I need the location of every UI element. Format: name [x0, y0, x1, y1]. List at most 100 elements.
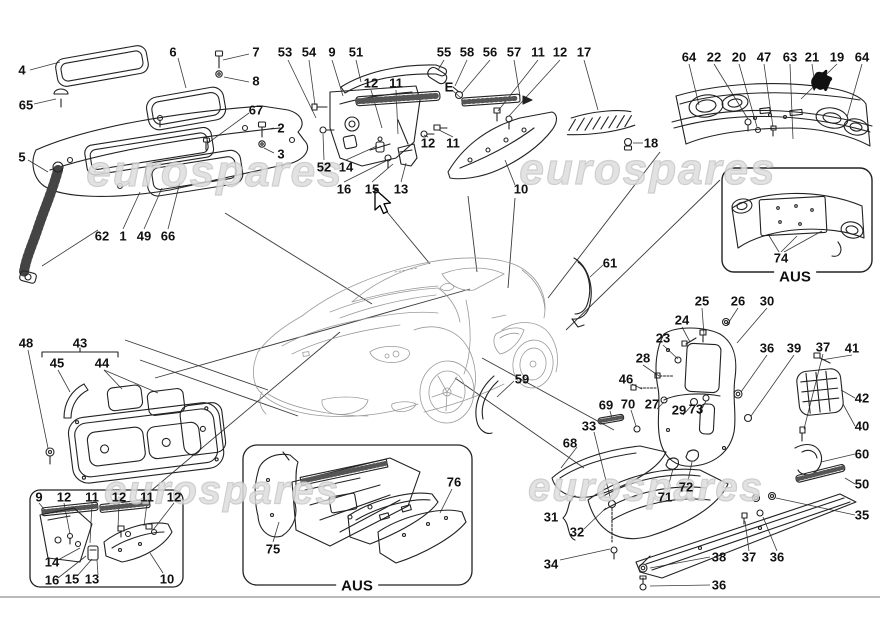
panel-76 — [377, 509, 467, 564]
callout-34: 34 — [543, 556, 559, 572]
callout-61: 61 — [602, 255, 618, 271]
callout-51: 51 — [348, 44, 364, 60]
callout-17: 17 — [576, 44, 592, 60]
assembly-engine-lid — [19, 45, 309, 284]
callout-59: 59 — [514, 371, 530, 387]
callout-70: 70 — [620, 396, 636, 412]
callout-5: 5 — [18, 149, 26, 165]
callout-15: 15 — [364, 181, 380, 197]
hose-ribbed — [19, 165, 63, 277]
callout-48: 48 — [18, 335, 34, 351]
callout-16: 16 — [336, 181, 352, 197]
callout-18: 18 — [643, 135, 659, 151]
assembly-rear-panel — [566, 69, 873, 151]
mouse-cursor — [374, 188, 392, 215]
callout-56: 56 — [482, 44, 498, 60]
callout-6: 6 — [169, 44, 177, 60]
callout-66: 66 — [160, 228, 176, 244]
callout-4: 4 — [18, 62, 26, 78]
brace-31 — [562, 495, 576, 541]
ferrari-script-badge — [566, 110, 636, 136]
callout-25: 25 — [694, 293, 710, 309]
washer-3 — [258, 140, 266, 148]
callout-49: 49 — [136, 228, 152, 244]
bolt-2 — [257, 121, 267, 128]
callout-62: 62 — [94, 228, 110, 244]
aus-variant-box-right — [721, 167, 873, 273]
callout-53: 53 — [277, 44, 293, 60]
bolt-7 — [214, 50, 224, 57]
label-leader-lines — [27, 53, 863, 587]
callout-45: 45 — [49, 355, 65, 371]
callout-72: 72 — [678, 479, 694, 495]
callout-76: 76 — [446, 474, 462, 490]
callout-36: 36 — [711, 577, 727, 593]
callout-38: 38 — [711, 549, 727, 565]
prancing-horse-emblem — [811, 69, 833, 92]
callout-9: 9 — [35, 489, 43, 505]
callout-8: 8 — [252, 73, 260, 89]
bracket-43 — [41, 347, 119, 358]
assembly-sill-covers — [551, 317, 857, 591]
callout-13: 13 — [84, 571, 100, 587]
mesh-grille-40 — [796, 368, 844, 416]
callout-42: 42 — [854, 390, 870, 406]
callout-27: 27 — [644, 396, 660, 412]
callout-63: 63 — [782, 49, 798, 65]
callout-24: 24 — [674, 312, 690, 328]
callout-57: 57 — [506, 44, 522, 60]
callout-68: 68 — [562, 435, 578, 451]
callout-20: 20 — [731, 49, 747, 65]
bracket-13 — [397, 143, 418, 167]
caption-aus: AUS — [774, 269, 816, 285]
callout-40: 40 — [854, 418, 870, 434]
clip-18 — [623, 137, 633, 147]
callout-71: 71 — [657, 489, 673, 505]
callout-47: 47 — [756, 49, 772, 65]
callout-64: 64 — [854, 49, 870, 65]
callout-26: 26 — [730, 293, 746, 309]
callout-43: 43 — [72, 335, 88, 351]
callout-7: 7 — [252, 44, 260, 60]
callout-46: 46 — [618, 371, 634, 387]
callout-10: 10 — [513, 181, 529, 197]
callout-12: 12 — [111, 489, 127, 505]
callout-52: 52 — [316, 159, 332, 175]
callout-31: 31 — [543, 509, 559, 525]
callout-29: 29 — [671, 402, 687, 418]
license-plate-recess — [758, 195, 828, 237]
callout-1: 1 — [119, 228, 127, 244]
callout-74: 74 — [773, 250, 789, 266]
callout-14: 14 — [338, 159, 354, 175]
callout-60: 60 — [854, 446, 870, 462]
callout-12: 12 — [166, 489, 182, 505]
callout-44: 44 — [94, 355, 110, 371]
callout-23: 23 — [655, 330, 671, 346]
callout-19: 19 — [829, 49, 845, 65]
callout-36: 36 — [769, 549, 785, 565]
panel-68 — [551, 445, 667, 498]
callout-11: 11 — [85, 489, 99, 505]
callout-12: 12 — [56, 489, 72, 505]
callout-11: 11 — [531, 44, 545, 60]
caption-aus: AUS — [336, 578, 378, 594]
callout-55: 55 — [436, 44, 452, 60]
callout-11: 11 — [140, 489, 154, 505]
callout-E: E — [444, 79, 454, 95]
callout-11: 11 — [389, 75, 403, 91]
sill-plank-34 — [635, 493, 857, 579]
callout-9: 9 — [328, 44, 336, 60]
cross-leader-lines — [124, 151, 721, 491]
detail-box-side-panels — [29, 489, 184, 588]
callout-11: 11 — [446, 135, 460, 151]
assembly-front-bracket — [311, 64, 558, 180]
callout-64: 64 — [681, 49, 697, 65]
callout-58: 58 — [459, 44, 475, 60]
callout-16: 16 — [44, 572, 60, 588]
callout-30: 30 — [759, 293, 775, 309]
grommet-65 — [53, 88, 69, 95]
callout-14: 14 — [44, 554, 60, 570]
side-panel-10 — [447, 111, 558, 180]
